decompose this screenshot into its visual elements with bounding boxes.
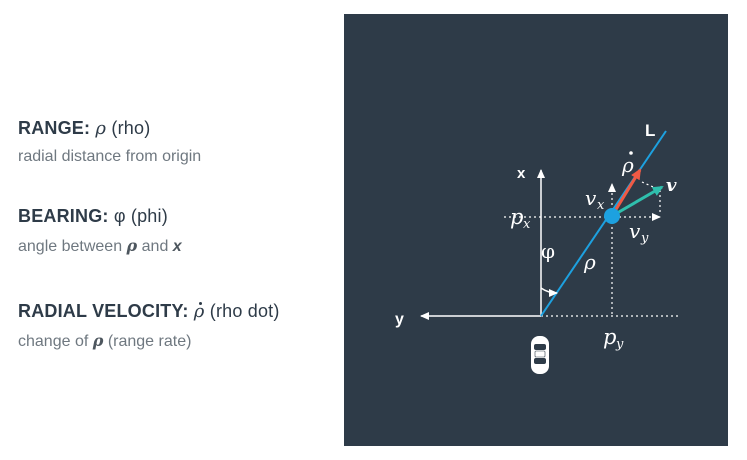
radial-velocity-symbol: ρ bbox=[193, 301, 205, 322]
radial-velocity-definition: RADIAL VELOCITY: ρ (rho dot) change of ρ… bbox=[18, 301, 280, 351]
bearing-desc-x: x bbox=[172, 238, 182, 255]
rho-label: ρ bbox=[583, 250, 596, 274]
range-heading: RANGE: ρ (rho) bbox=[18, 118, 201, 139]
diagram-background bbox=[344, 14, 728, 446]
px-label: p x bbox=[510, 205, 531, 232]
x-axis-label: x bbox=[517, 165, 526, 182]
vy-label-base: v bbox=[629, 219, 641, 243]
vx-label-base: v bbox=[585, 186, 597, 210]
radial-velocity-desc-text: change of bbox=[18, 333, 89, 350]
bearing-name: (phi) bbox=[130, 206, 168, 226]
range-name: (rho) bbox=[111, 118, 151, 138]
radial-velocity-desc-rest: (range rate) bbox=[107, 333, 192, 350]
velocity-arrow bbox=[611, 185, 664, 218]
y-axis-label: y bbox=[395, 311, 404, 328]
rho-dot-arrow bbox=[610, 168, 642, 217]
vx-label: v x bbox=[585, 186, 605, 213]
py-label: p y bbox=[603, 325, 624, 352]
rho-dot-label: ρ bbox=[621, 151, 634, 177]
phi-arc bbox=[540, 287, 558, 298]
vx-label-sub: x bbox=[597, 198, 605, 213]
bearing-desc-text: angle between bbox=[18, 238, 123, 255]
bearing-label: BEARING: bbox=[18, 206, 109, 226]
radial-velocity-description: change of ρ (range rate) bbox=[18, 331, 280, 351]
px-label-sub: x bbox=[523, 217, 531, 232]
radial-velocity-desc-rho: ρ bbox=[92, 331, 104, 350]
bearing-desc-rho: ρ bbox=[126, 236, 138, 255]
car-icon bbox=[531, 336, 549, 374]
bearing-symbol: φ bbox=[113, 206, 126, 226]
radial-velocity-label: RADIAL VELOCITY: bbox=[18, 301, 189, 321]
rho-dot-dot bbox=[629, 151, 633, 155]
py-label-base: p bbox=[603, 325, 616, 349]
polar-coordinates-diagram: x y L ρ φ ρ p x p y v x v y v bbox=[344, 14, 728, 446]
radial-velocity-name: (rho dot) bbox=[209, 301, 280, 321]
v-label: v bbox=[666, 175, 677, 196]
py-label-sub: y bbox=[615, 337, 624, 352]
vy-label: v y bbox=[629, 219, 649, 246]
px-label-base: p bbox=[510, 205, 523, 229]
bearing-heading: BEARING: φ (phi) bbox=[18, 206, 182, 227]
range-description: radial distance from origin bbox=[18, 148, 202, 165]
rho-dot-symbol: ρ bbox=[621, 153, 634, 177]
bearing-description: angle between ρ and x bbox=[18, 236, 182, 256]
radial-velocity-heading: RADIAL VELOCITY: ρ (rho dot) bbox=[18, 301, 280, 322]
line-of-sight bbox=[540, 130, 667, 317]
range-symbol: ρ bbox=[95, 118, 107, 139]
line-l-label: L bbox=[645, 121, 655, 140]
phi-label: φ bbox=[541, 239, 555, 263]
bearing-desc-and: and bbox=[141, 238, 169, 255]
range-definition: RANGE: ρ (rho) radial distance from orig… bbox=[18, 118, 201, 166]
range-label: RANGE: bbox=[18, 118, 91, 138]
vy-label-sub: y bbox=[640, 231, 649, 246]
bearing-definition: BEARING: φ (phi) angle between ρ and x bbox=[18, 206, 182, 256]
tracked-object bbox=[604, 208, 620, 224]
